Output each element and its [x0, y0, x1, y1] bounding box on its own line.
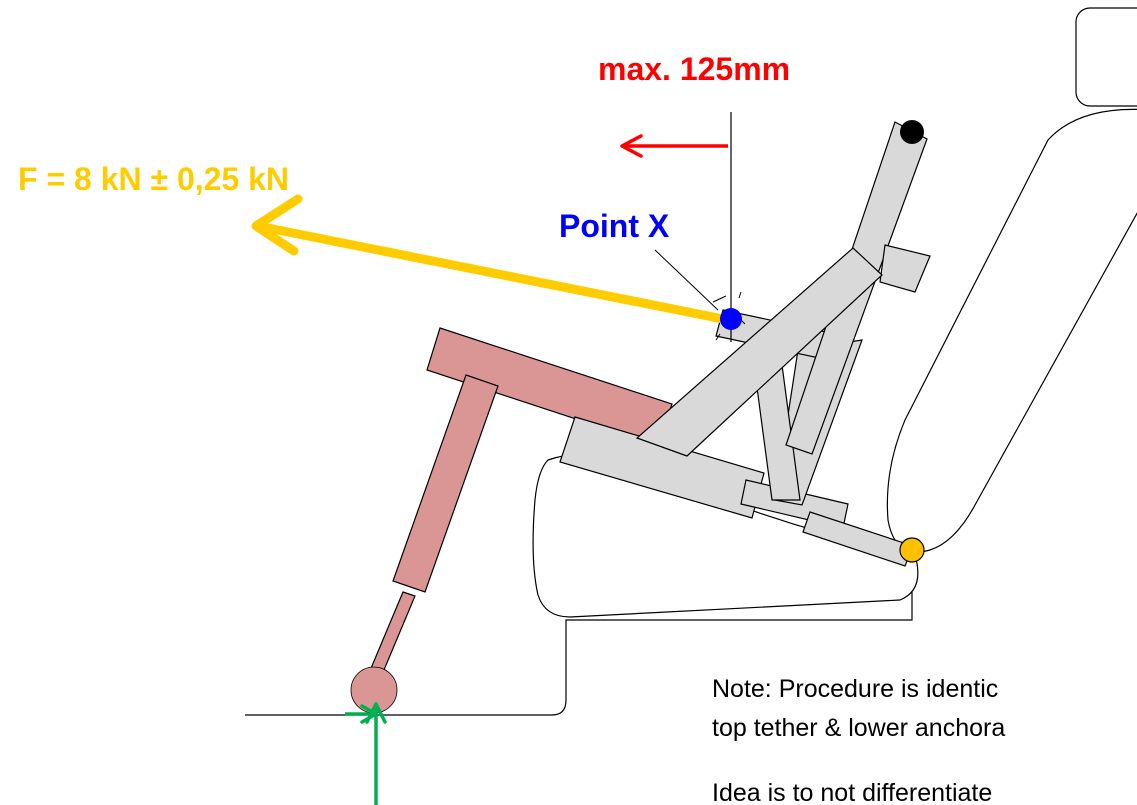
max-displacement-arrow — [620, 134, 728, 158]
note-line-1: Note: Procedure is identic — [712, 675, 998, 703]
ground-reaction-arrow — [345, 702, 387, 805]
fixture-rear-bar — [802, 511, 914, 567]
seat-headrest — [1075, 7, 1137, 107]
test-fixture — [559, 121, 931, 567]
max-distance-label: max. 125mm — [598, 51, 790, 87]
support-leg-lower-tube — [368, 591, 416, 678]
lower-anchorage-point — [899, 537, 925, 563]
seat-back — [886, 108, 1137, 553]
force-arrow — [251, 194, 733, 325]
point-x-label: Point X — [559, 208, 670, 244]
support-leg-upper-tube — [392, 374, 499, 593]
note-line-3: Idea is to not differentiate — [712, 779, 992, 805]
force-label: F = 8 kN ± 0,25 kN — [18, 161, 289, 197]
fixture-back-flap — [879, 244, 931, 293]
top-anchor-point — [900, 120, 924, 144]
point-x-marker — [712, 291, 746, 341]
floor-line — [245, 590, 913, 716]
note-line-2: top tether & lower anchora — [712, 714, 1005, 742]
point-x-leader — [654, 249, 719, 311]
fixture-diagonal-brace — [635, 247, 883, 457]
fixture-base-bar — [559, 416, 765, 519]
support-leg — [350, 327, 673, 714]
